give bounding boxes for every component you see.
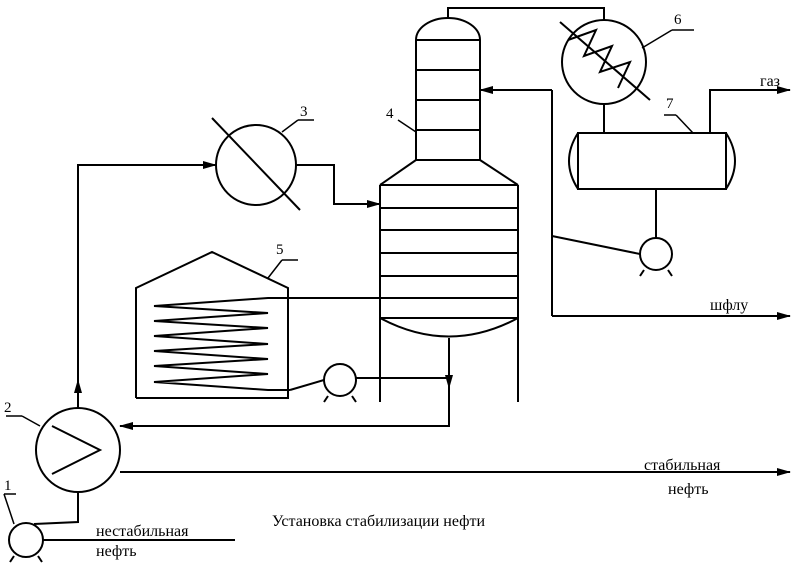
- condenser: [559, 19, 694, 105]
- stream-stable-oil-label-1: стабильная: [644, 457, 721, 474]
- reflux-pump: [639, 237, 673, 277]
- piping: [33, 7, 791, 541]
- heat-exchanger-number: 2: [4, 400, 12, 416]
- pump-number: 1: [4, 478, 12, 494]
- stream-gas-label: газ: [760, 73, 780, 90]
- stream-shflu-label: шфлу: [710, 297, 748, 314]
- condenser-number: 6: [674, 12, 682, 28]
- furnace: [135, 250, 380, 399]
- heater-number: 3: [300, 104, 308, 120]
- stream-unstable-oil-label-2: нефть: [96, 543, 137, 560]
- separator-drum: [568, 114, 736, 190]
- stabilization-column: [379, 17, 519, 402]
- feed-pump: [3, 493, 44, 563]
- diagram-caption: Установка стабилизации нефти: [272, 513, 486, 530]
- column-number: 4: [386, 106, 394, 122]
- stream-stable-oil-label-2: нефть: [668, 481, 709, 498]
- separator-number: 7: [666, 96, 674, 112]
- furnace-number: 5: [276, 242, 284, 258]
- heat-exchanger: [6, 407, 121, 493]
- stream-unstable-oil-label-1: нестабильная: [96, 523, 189, 540]
- furnace-pump: [323, 363, 357, 403]
